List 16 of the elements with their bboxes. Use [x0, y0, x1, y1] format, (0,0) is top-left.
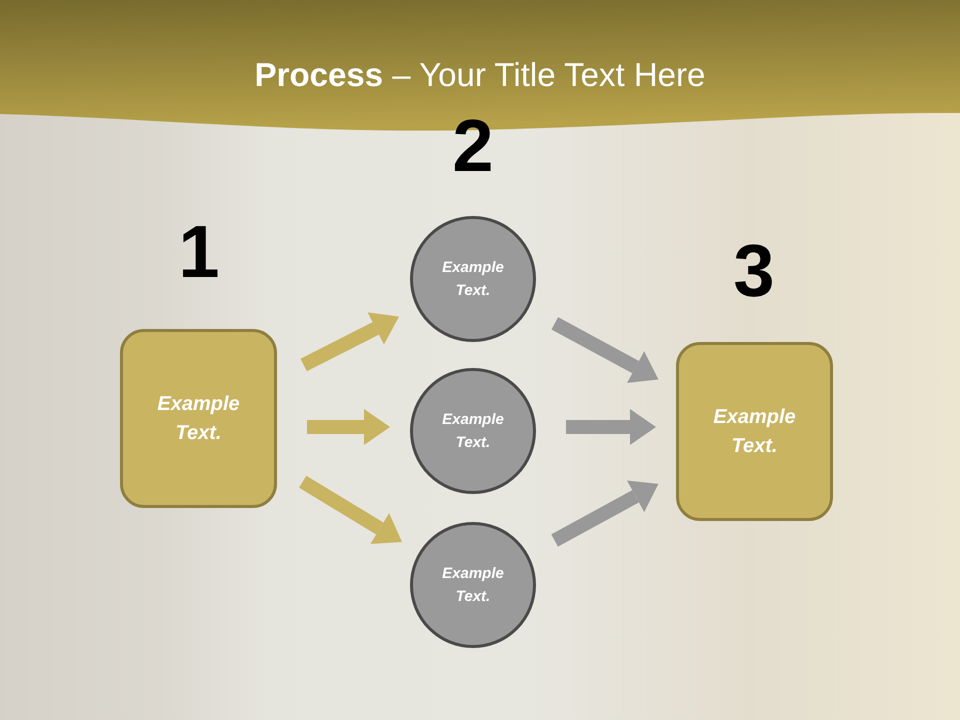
- arrow: [299, 476, 402, 544]
- node-text: Example Text.: [712, 404, 797, 458]
- step-number: 3: [732, 234, 776, 308]
- node-text: Example Text.: [441, 258, 505, 301]
- node-text: Example Text.: [441, 564, 505, 607]
- node-text: Example Text.: [441, 410, 505, 453]
- arrow: [300, 312, 399, 372]
- step-number: 1: [177, 215, 221, 289]
- process-box: [120, 329, 277, 508]
- process-box: [676, 342, 833, 521]
- arrow: [566, 409, 656, 445]
- step-number: 2: [451, 109, 495, 183]
- slide-title: Process – Your Title Text Here: [254, 55, 706, 95]
- arrow: [551, 480, 658, 547]
- node-text: Example Text.: [156, 392, 241, 446]
- arrow: [307, 409, 390, 445]
